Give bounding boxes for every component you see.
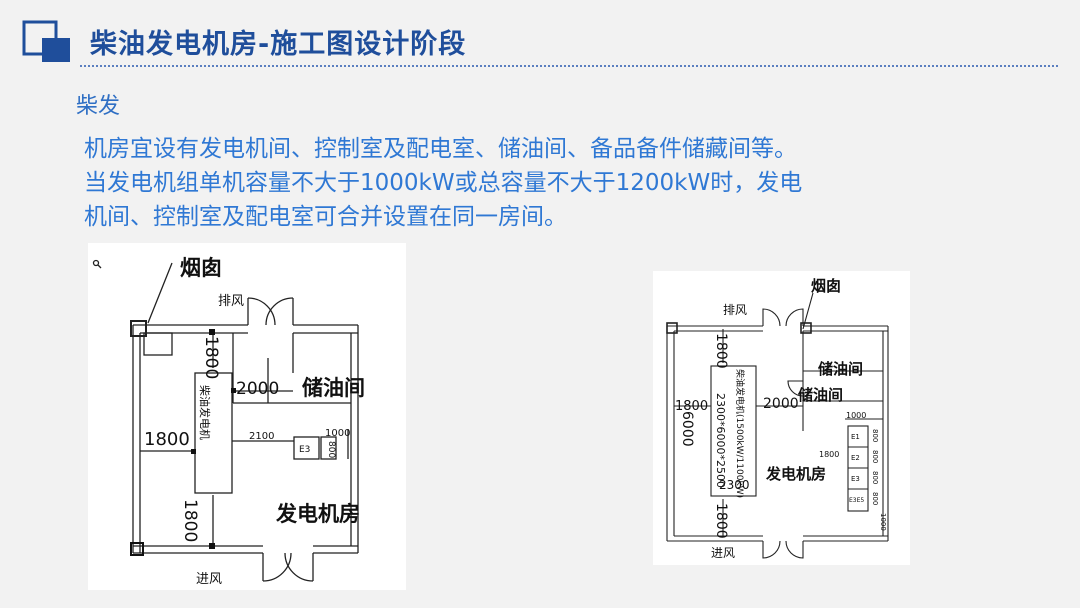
cabinet-label: E3 [299,445,310,455]
generator-room-label: 发电机房 [765,465,826,483]
exhaust-label: 排风 [218,294,244,309]
dim-800: 800 [326,441,336,458]
intake-label: 进风 [196,572,222,587]
dim-1000: 1000 [846,411,866,420]
dim-1800-top: 1800 [201,336,221,379]
dim-1800-left: 1800 [144,429,190,450]
floor-plan-right: 烟囱 排风 进风 储油间 储油间 发电机房 柴油发电机(1500kW/1100k… [653,271,910,565]
page-title: 柴油发电机房-施工图设计阶段 [90,29,467,60]
title-divider [80,65,1058,67]
cabinet-label: E3E5 [849,497,864,504]
description-line: 机间、控制室及配电室可合并设置在同一房间。 [84,204,567,230]
dim-2000: 2000 [236,379,279,399]
dim-2300: 2300 [719,478,750,492]
description-text: 机房宜设有发电机间、控制室及配电室、储油间、备品备件储藏间等。 当发电机组单机容… [84,132,984,234]
dim-1800-bottom: 1800 [713,503,729,539]
description-line: 当发电机组单机容量不大于1000kW或总容量不大于1200kW时，发电 [84,170,803,196]
zoom-icon [92,259,100,267]
dim-1800-bottom: 1800 [180,499,200,542]
dim-1800-top: 1800 [713,333,729,369]
dim-800: 800 [871,450,879,463]
dim-1000-b: 1000 [879,513,887,531]
dim-800: 800 [871,471,879,484]
cabinet-label: E1 [851,433,860,441]
dim-800: 800 [871,429,879,442]
generator-label: 柴油发电机(1500kW/1100kW) [734,369,746,498]
oil-room-label-a: 储油间 [818,360,863,378]
dim-1800-panel: 1800 [819,450,839,459]
chimney-label: 烟囱 [811,277,841,295]
dim-6000: 6000 [679,411,695,447]
intake-label: 进风 [711,546,735,560]
dim-800: 800 [871,492,879,505]
dim-size: 2300*6000*2500 [714,393,727,488]
dim-1800-left: 1800 [675,399,708,414]
oil-room-label: 储油间 [302,376,365,400]
generator-room-label: 发电机房 [275,502,360,526]
description-line: 机房宜设有发电机间、控制室及配电室、储油间、备品备件储藏间等。 [84,136,797,162]
section-subtitle: 柴发 [76,94,121,119]
generator-label: 柴油发电机 [198,385,212,440]
oil-room-label-b: 储油间 [798,386,843,404]
dim-2100: 2100 [249,431,274,442]
dim-1000: 1000 [325,428,350,439]
dim-2000: 2000 [763,396,799,412]
floor-plan-left: 烟囱 排风 进风 储油间 发电机房 柴油发电机 1800 2000 1800 2… [88,243,406,590]
cabinet-label: E3 [851,475,860,483]
logo-icon [22,20,72,64]
exhaust-label: 排风 [723,303,747,317]
chimney-label: 烟囱 [180,256,222,280]
cabinet-label: E2 [851,454,860,462]
